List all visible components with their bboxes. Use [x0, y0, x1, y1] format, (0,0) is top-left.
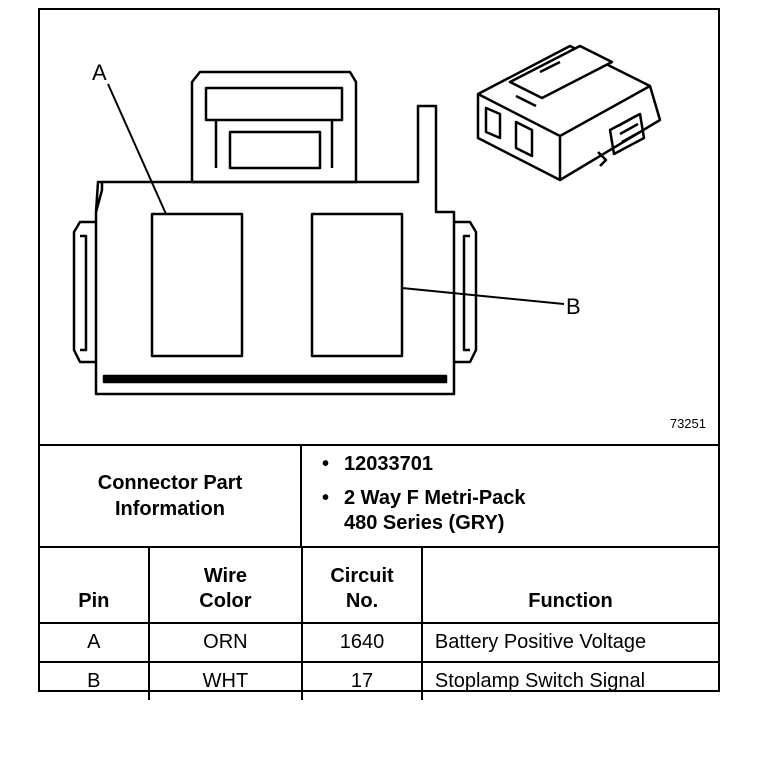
cavity-b — [310, 212, 404, 358]
connector-info-heading-line1: Connector Part — [97, 472, 243, 494]
header-pin-label: Pin — [78, 590, 110, 612]
left-ear — [72, 220, 96, 364]
label-a: A — [92, 60, 107, 85]
connector-info-heading-line2: Information — [115, 498, 225, 520]
pin-cell: A — [40, 622, 150, 663]
header-function-label: Function — [528, 590, 613, 612]
connector-info-row: Connector Part Information 12033701 2 Wa… — [40, 446, 718, 548]
header-function: Function — [420, 548, 718, 624]
part-number: 12033701 — [344, 453, 433, 475]
wire-color-cell: WHT — [147, 661, 304, 700]
header-wire-color-line1: Wire — [203, 565, 247, 587]
header-circuit-line2: No. — [345, 590, 379, 612]
connector-iso-view — [476, 44, 662, 182]
wire-color-cell: ORN — [147, 622, 304, 663]
figure-number: 73251 — [669, 416, 706, 431]
label-b: B — [566, 294, 581, 319]
connector-info-details: 12033701 2 Way F Metri-Pack 480 Series (… — [302, 446, 718, 546]
connector-diagram: A B 73251 — [40, 10, 718, 446]
leader-line-a — [107, 83, 167, 215]
description-line2: 480 Series (GRY) — [344, 512, 505, 534]
header-circuit: Circuit No. — [301, 548, 423, 624]
connector-drawing — [72, 44, 662, 396]
connector-info-heading: Connector Part Information — [40, 446, 302, 546]
pin-cell: B — [40, 661, 150, 700]
connector-body — [94, 104, 456, 396]
header-wire-color: Wire Color — [147, 548, 304, 624]
header-circuit-line1: Circuit — [330, 565, 394, 587]
circuit-cell: 1640 — [301, 622, 423, 663]
function-cell: Stoplamp Switch Signal — [420, 661, 718, 700]
table-row: B WHT 17 Stoplamp Switch Signal — [40, 661, 718, 700]
description-bullet: 2 Way F Metri-Pack 480 Series (GRY) — [322, 486, 718, 536]
part-number-bullet: 12033701 — [322, 452, 718, 477]
header-wire-color-line2: Color — [199, 590, 252, 612]
table-row: A ORN 1640 Battery Positive Voltage — [40, 622, 718, 663]
function-cell: Battery Positive Voltage — [420, 622, 718, 663]
connector-chart-frame: A B 73251 Connector Part Information 120… — [38, 8, 720, 700]
right-ear — [454, 220, 478, 364]
cavity-a — [150, 212, 244, 358]
leader-line-b — [401, 287, 565, 305]
pin-table-header-row: Pin Wire Color Circuit No. Function — [40, 548, 718, 624]
pin-table: Pin Wire Color Circuit No. Function A OR… — [40, 548, 718, 700]
header-pin: Pin — [40, 548, 150, 624]
description-line1: 2 Way F Metri-Pack — [344, 487, 526, 509]
circuit-cell: 17 — [301, 661, 423, 700]
